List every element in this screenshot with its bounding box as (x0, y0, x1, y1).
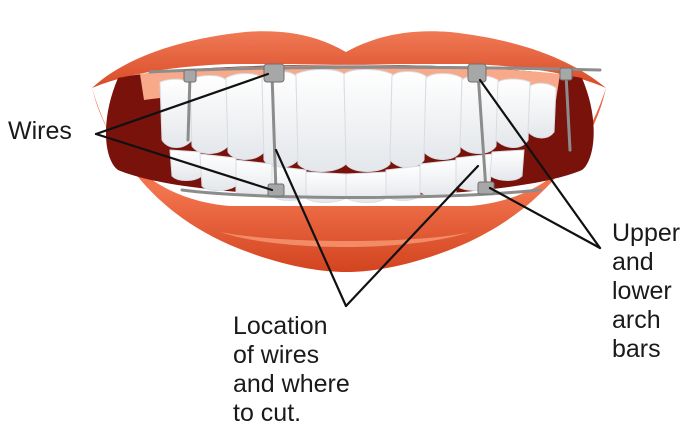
right-upper-bracket (468, 64, 486, 82)
arch-bars-label: Upper and lower arch bars (612, 219, 680, 364)
location-label: Location of wires and where to cut. (233, 312, 350, 427)
right-outer-bracket (560, 68, 572, 80)
wires-label: Wires (8, 117, 72, 146)
left-outer-wire (188, 76, 190, 140)
left-upper-bracket (264, 64, 284, 82)
left-outer-bracket (184, 70, 196, 82)
